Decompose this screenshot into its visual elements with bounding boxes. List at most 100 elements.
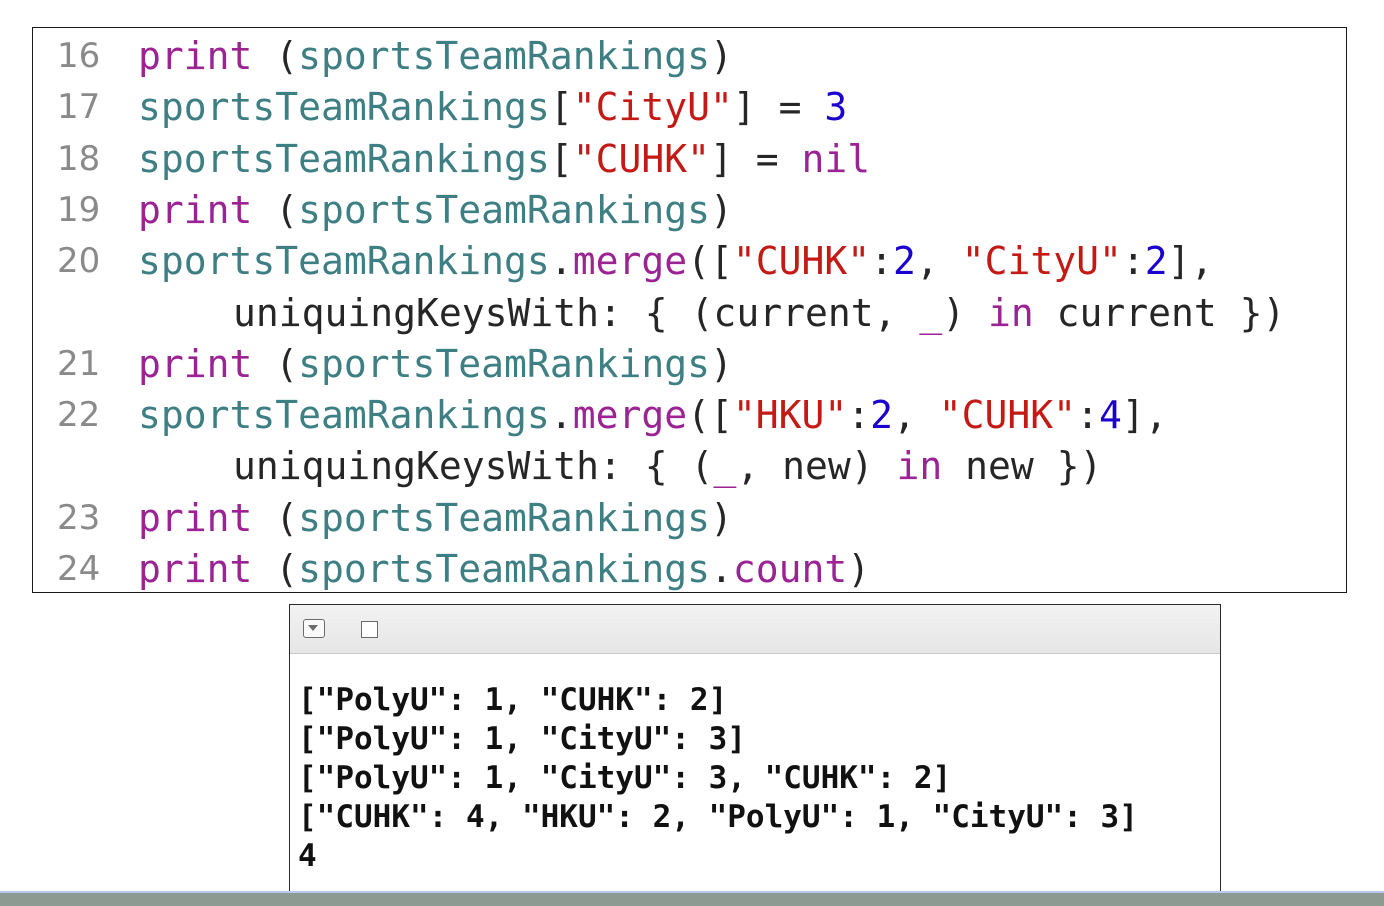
code-token: ],: [1167, 239, 1214, 284]
code-text: uniquingKeysWith: { (_, new) in new }): [233, 441, 1102, 492]
code-line[interactable]: uniquingKeysWith: { (_, new) in new }): [33, 441, 1343, 492]
code-token: , new): [736, 444, 897, 489]
code-token: 2: [893, 239, 916, 284]
code-token: [: [549, 85, 573, 130]
code-token: sportsTeamRankings: [298, 341, 710, 386]
code-token: "CityU": [961, 239, 1122, 284]
code-token: in: [988, 290, 1034, 335]
code-token: (: [252, 341, 299, 386]
code-token: ): [709, 34, 733, 78]
code-text: print (sportsTeamRankings.count): [138, 544, 870, 595]
code-text: sportsTeamRankings["CityU"] = 3: [138, 82, 847, 133]
console-output-line: 4: [298, 838, 317, 874]
code-token: (: [252, 34, 299, 78]
code-token: [: [549, 136, 573, 181]
code-token: :: [870, 239, 894, 284]
code-token: sportsTeamRankings: [298, 547, 710, 591]
code-text: uniquingKeysWith: { (current, _) in curr…: [233, 288, 1285, 339]
code-token: count: [732, 547, 848, 591]
code-token: sportsTeamRankings: [138, 136, 550, 181]
debug-console: ["PolyU": 1, "CUHK": 2]["PolyU": 1, "Cit…: [289, 604, 1221, 904]
code-token: ): [709, 495, 733, 540]
code-token: current }): [1033, 290, 1286, 335]
code-line[interactable]: 21 print (sportsTeamRankings): [33, 339, 1343, 390]
code-token: (: [252, 187, 299, 232]
code-token: ): [942, 290, 988, 335]
code-token: .: [549, 239, 573, 284]
code-token: sportsTeamRankings: [138, 393, 550, 438]
code-token: ] =: [732, 85, 825, 130]
line-number: 21: [57, 343, 101, 384]
code-token: sportsTeamRankings: [138, 85, 550, 130]
code-token: "CUHK": [572, 136, 710, 181]
console-output[interactable]: ["PolyU": 1, "CUHK": 2]["PolyU": 1, "Cit…: [298, 681, 1138, 876]
code-line[interactable]: 24 print (sportsTeamRankings.count): [33, 544, 1343, 595]
code-text: print (sportsTeamRankings): [138, 339, 733, 390]
code-token: "CUHK": [938, 393, 1077, 438]
code-token: :: [1076, 393, 1099, 438]
console-output-line: ["PolyU": 1, "CUHK": 2]: [298, 682, 728, 718]
code-line[interactable]: 22 sportsTeamRankings.merge(["HKU":2, "CU…: [33, 390, 1343, 441]
code-text: print (sportsTeamRankings): [138, 493, 733, 544]
code-token: ): [709, 341, 733, 386]
line-number: 23: [57, 497, 101, 538]
code-token: print: [138, 495, 253, 540]
console-output-line: ["PolyU": 1, "CityU": 3, "CUHK": 2]: [298, 760, 952, 796]
code-token: ] =: [709, 136, 802, 181]
code-token: merge: [572, 239, 688, 284]
code-token: .: [709, 547, 733, 591]
line-number: 16: [57, 36, 101, 76]
code-token: merge: [572, 393, 688, 438]
code-token: 4: [1098, 393, 1122, 438]
code-token: "CityU": [572, 85, 733, 130]
hide-debug-area-icon[interactable]: [303, 619, 325, 638]
line-number: 20: [57, 241, 101, 282]
code-token: uniquingKeysWith: { (current,: [233, 290, 920, 335]
code-text: sportsTeamRankings["CUHK"] = nil: [138, 134, 870, 185]
code-line[interactable]: 19 print (sportsTeamRankings): [33, 185, 1343, 236]
code-line[interactable]: 16 print (sportsTeamRankings): [33, 31, 1343, 82]
code-token: 2: [1144, 239, 1168, 284]
code-token: print: [138, 187, 253, 232]
code-token: ): [847, 547, 871, 591]
code-token: nil: [801, 136, 871, 181]
code-token: new }): [942, 444, 1103, 489]
code-token: (: [252, 495, 299, 540]
code-line[interactable]: 20 sportsTeamRankings.merge(["CUHK":2, "C…: [33, 236, 1343, 287]
line-number: 22: [57, 395, 101, 436]
console-output-line: ["CUHK": 4, "HKU": 2, "PolyU": 1, "CityU…: [298, 799, 1138, 835]
code-token: :: [847, 393, 871, 438]
code-text: print (sportsTeamRankings): [138, 31, 733, 82]
code-text: print (sportsTeamRankings): [138, 185, 733, 236]
code-token: "HKU": [732, 393, 848, 438]
code-token: ],: [1121, 393, 1168, 438]
console-toolbar: [290, 605, 1220, 654]
code-token: ([: [687, 393, 733, 438]
clear-console-icon[interactable]: [361, 621, 378, 638]
console-output-line: ["PolyU": 1, "CityU": 3]: [298, 721, 746, 757]
line-number: 24: [57, 549, 101, 589]
code-text: sportsTeamRankings.merge(["HKU":2, "CUHK…: [138, 390, 1168, 441]
code-token: print: [138, 341, 253, 386]
code-token: _: [919, 290, 943, 335]
code-token: 2: [870, 393, 894, 438]
window-bottom-bar: [0, 891, 1384, 906]
code-text: sportsTeamRankings.merge(["CUHK":2, "Cit…: [138, 236, 1213, 287]
code-line[interactable]: 17 sportsTeamRankings["CityU"] = 3: [33, 82, 1343, 133]
code-line[interactable]: 23 print (sportsTeamRankings): [33, 493, 1343, 544]
code-token: ([: [687, 239, 733, 284]
code-token: :: [1121, 239, 1145, 284]
code-token: uniquingKeysWith: { (: [233, 444, 714, 489]
code-token: print: [138, 547, 253, 591]
code-token: ,: [893, 393, 939, 438]
code-token: sportsTeamRankings: [298, 34, 710, 78]
line-number: 17: [57, 87, 101, 128]
code-line[interactable]: 18 sportsTeamRankings["CUHK"] = nil: [33, 134, 1343, 185]
code-line[interactable]: uniquingKeysWith: { (current, _) in curr…: [33, 288, 1343, 339]
code-token: print: [138, 34, 253, 78]
line-number: 19: [57, 189, 101, 230]
code-token: sportsTeamRankings: [298, 495, 710, 540]
code-token: "CUHK": [732, 239, 871, 284]
line-number: 18: [57, 138, 101, 179]
